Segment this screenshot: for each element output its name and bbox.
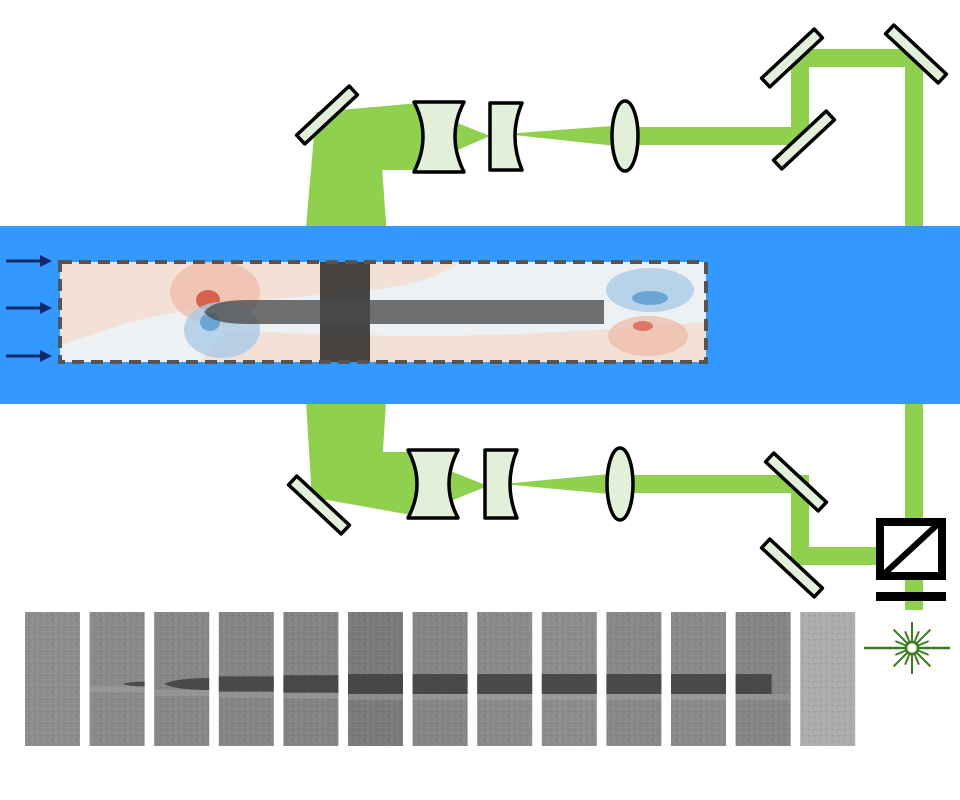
flow-arrow bbox=[6, 350, 52, 362]
image-strip bbox=[25, 612, 856, 746]
laser-source-icon bbox=[864, 622, 950, 674]
body-silhouette bbox=[218, 676, 274, 692]
body-shadow-band bbox=[606, 694, 662, 700]
upper-corner-mirror-icon bbox=[883, 23, 949, 85]
upper-convex-lens-icon bbox=[610, 99, 640, 173]
image-frame bbox=[412, 612, 468, 746]
frame-noise bbox=[89, 612, 145, 746]
body-silhouette bbox=[348, 674, 403, 694]
lower-sheet-mirror-icon bbox=[286, 474, 352, 536]
flow-arrow bbox=[6, 255, 52, 267]
image-frame bbox=[348, 612, 403, 746]
image-frame bbox=[671, 612, 726, 746]
image-frame bbox=[218, 612, 274, 746]
body-silhouette bbox=[671, 674, 726, 694]
body-shadow-band bbox=[541, 694, 597, 700]
upper-horizontal-expanded-beam bbox=[318, 102, 430, 170]
image-frame bbox=[154, 612, 210, 746]
lower-relay-mirror-icon bbox=[763, 451, 829, 513]
body-shadow-band bbox=[218, 691, 274, 698]
body-silhouette bbox=[283, 675, 339, 693]
contour-blue-trailing-core bbox=[632, 291, 668, 305]
image-frame bbox=[735, 612, 791, 746]
lower-horizontal-expanded-beam bbox=[316, 452, 428, 518]
frame-noise bbox=[25, 612, 80, 746]
lower-concave-lens-2-icon bbox=[483, 448, 519, 520]
frame-noise bbox=[800, 612, 856, 746]
lower-convex-lens-icon bbox=[605, 446, 635, 522]
lenses bbox=[406, 99, 640, 522]
flow-direction-arrows bbox=[6, 255, 52, 362]
body-silhouette bbox=[735, 674, 772, 694]
body-silhouette bbox=[477, 674, 533, 694]
upper-concave-lens-1-icon bbox=[412, 100, 466, 174]
image-frame bbox=[89, 612, 145, 746]
lower-concave-lens-1-icon bbox=[406, 448, 460, 520]
image-frame bbox=[541, 612, 597, 746]
image-frame bbox=[800, 612, 856, 746]
beam-splitter-icon bbox=[876, 518, 946, 601]
body-silhouette bbox=[606, 674, 662, 694]
body-shadow-band bbox=[735, 694, 791, 700]
image-frame bbox=[25, 612, 80, 746]
contour-warm-trailing bbox=[608, 316, 688, 356]
upper-concave-lens-2-icon bbox=[488, 101, 524, 172]
body-silhouette bbox=[541, 674, 597, 694]
body-shadow-band bbox=[283, 692, 339, 699]
lower-collimated-beam bbox=[620, 475, 914, 565]
upper-relay-mirror-icon bbox=[771, 109, 837, 171]
laser-core bbox=[904, 640, 920, 656]
upper-sheet-mirror-icon bbox=[294, 84, 360, 146]
contour-blue-trailing bbox=[606, 268, 694, 312]
image-frame bbox=[283, 612, 339, 746]
upper-top-mirror-icon bbox=[759, 27, 825, 89]
body-silhouette bbox=[412, 674, 468, 694]
body-silhouette bbox=[122, 681, 145, 687]
measurement-window bbox=[58, 260, 708, 364]
contour-red-trailing bbox=[633, 321, 653, 331]
mirrors bbox=[286, 23, 949, 599]
upper-diverging-beam bbox=[505, 125, 625, 147]
flow-arrow bbox=[6, 302, 52, 314]
body-shadow-band bbox=[154, 690, 210, 696]
lower-diverging-beam bbox=[503, 473, 620, 495]
body-shadow-band bbox=[412, 694, 468, 700]
measurement-window-border bbox=[58, 260, 708, 364]
body-shadow-band bbox=[348, 694, 403, 700]
image-frame bbox=[477, 612, 533, 746]
body-shadow-band bbox=[671, 694, 726, 700]
slender-body bbox=[204, 300, 604, 324]
lower-bottom-mirror-icon bbox=[759, 537, 825, 599]
body-shadow-band bbox=[89, 686, 145, 693]
image-frame bbox=[606, 612, 662, 746]
body-silhouette bbox=[164, 678, 210, 690]
body-shadow-band bbox=[477, 694, 533, 700]
